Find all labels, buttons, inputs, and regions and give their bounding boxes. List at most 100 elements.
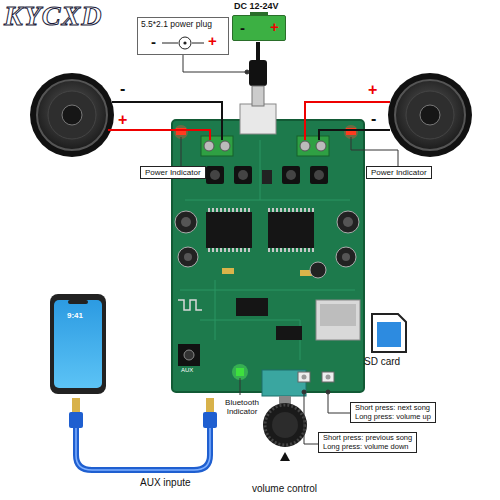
speaker xyxy=(388,73,472,157)
amplifier-board xyxy=(240,104,276,134)
amplifier-board xyxy=(206,248,252,252)
amplifier-board xyxy=(297,136,329,156)
leader-line xyxy=(304,394,318,444)
amplifier-board xyxy=(206,208,252,212)
amplifier-board xyxy=(298,372,310,382)
aux-cable xyxy=(206,398,214,412)
indicator-callout: Power Indicator xyxy=(140,166,206,179)
speaker-wire xyxy=(112,102,222,140)
dc-plug xyxy=(252,86,264,106)
port-label: AUX xyxy=(181,367,193,374)
watermark: KYCXD xyxy=(4,0,102,32)
speaker-wire xyxy=(108,102,390,140)
amplifier-board xyxy=(206,166,224,184)
speaker-wire xyxy=(108,130,210,140)
amplifier-board xyxy=(302,375,307,380)
aux-cable xyxy=(76,428,210,470)
callout-text: 5.5*2.1 power plug xyxy=(141,20,212,30)
amplifier-board xyxy=(342,253,350,261)
amplifier-board xyxy=(282,166,300,184)
volume-knob xyxy=(279,396,291,404)
amplifier-board xyxy=(344,125,358,139)
sd-card-icon xyxy=(377,322,401,347)
amplifier-board xyxy=(316,300,360,340)
amplifier-board xyxy=(178,344,200,366)
volume-knob xyxy=(272,412,298,438)
leader-line xyxy=(351,137,398,166)
dc-plug xyxy=(249,42,267,106)
aux-cable xyxy=(76,428,210,470)
polarity-sign: + xyxy=(368,81,377,99)
amplifier-board xyxy=(222,268,234,274)
polarity-sign: + xyxy=(208,32,217,49)
smartphone xyxy=(50,294,106,394)
speaker-wire xyxy=(305,102,390,140)
smartphone xyxy=(68,300,88,304)
sd-card-icon xyxy=(372,314,406,352)
callout-text: Power Indicator xyxy=(145,168,201,177)
clock-text: 9:41 xyxy=(67,311,83,320)
leader-line xyxy=(240,378,241,395)
amplifier-board xyxy=(322,372,334,382)
plug-symbol xyxy=(183,41,186,44)
speaker xyxy=(37,80,107,150)
amplifier-board xyxy=(234,166,252,184)
dc-plug xyxy=(256,42,260,62)
aux-cable xyxy=(72,398,80,412)
leader-line xyxy=(326,390,330,394)
amplifier-board xyxy=(174,125,188,139)
polarity-sign: - xyxy=(240,19,245,36)
part-label: SD card xyxy=(364,356,400,368)
amplifier-board xyxy=(300,141,310,151)
amplifier-board xyxy=(184,350,194,360)
part-label: AUX inpute xyxy=(140,477,191,489)
amplifier-board xyxy=(206,212,252,248)
dc-plug xyxy=(249,60,267,86)
leader-line xyxy=(181,55,398,444)
amplifier-board xyxy=(175,211,197,233)
amplifier-board xyxy=(220,141,230,151)
aux-cable xyxy=(69,398,217,470)
speaker xyxy=(48,91,96,139)
callout-text: Short press: previous song xyxy=(323,434,412,443)
leader-line xyxy=(183,55,247,72)
amplifier-board xyxy=(210,170,220,180)
leader-line xyxy=(302,390,306,394)
volume-knob xyxy=(263,403,307,447)
button-callout: Short press: next songLong press: volume… xyxy=(350,402,436,423)
amplifier-board xyxy=(268,212,314,248)
speaker xyxy=(30,73,114,157)
amplifier-board xyxy=(314,170,324,180)
amplifier-board xyxy=(232,364,248,380)
volume-knob xyxy=(280,452,290,461)
speaker xyxy=(62,105,82,125)
aux-cable xyxy=(69,412,83,428)
amplifier-board xyxy=(268,248,314,252)
speaker xyxy=(388,73,472,157)
polarity-sign: - xyxy=(120,80,125,98)
volume-knob xyxy=(265,405,305,445)
speaker-wire xyxy=(319,130,390,140)
polarity-sign: + xyxy=(270,18,279,35)
amplifier-board xyxy=(204,141,214,151)
battery-terminal xyxy=(250,12,268,15)
amplifier-board xyxy=(181,217,191,227)
amplifier-board xyxy=(184,253,192,261)
amplifier-board xyxy=(172,104,364,396)
amplifier-board xyxy=(336,247,356,267)
amplifier-board xyxy=(286,170,296,180)
speaker xyxy=(420,105,440,125)
part-label: volume control xyxy=(252,483,317,495)
amplifier-board xyxy=(178,300,202,310)
plug-symbol xyxy=(192,43,204,44)
amplifier-board xyxy=(310,262,326,278)
callout-text: Long press: volume down xyxy=(323,443,412,452)
amplifier-board xyxy=(326,375,331,380)
plug-symbol xyxy=(162,43,178,44)
callout-text: Short press: next song xyxy=(355,404,431,413)
leader-line xyxy=(181,137,182,166)
volume-knob xyxy=(263,396,307,461)
callout-text: DC 12-24V xyxy=(234,1,279,11)
polarity-sign: - xyxy=(151,33,156,50)
